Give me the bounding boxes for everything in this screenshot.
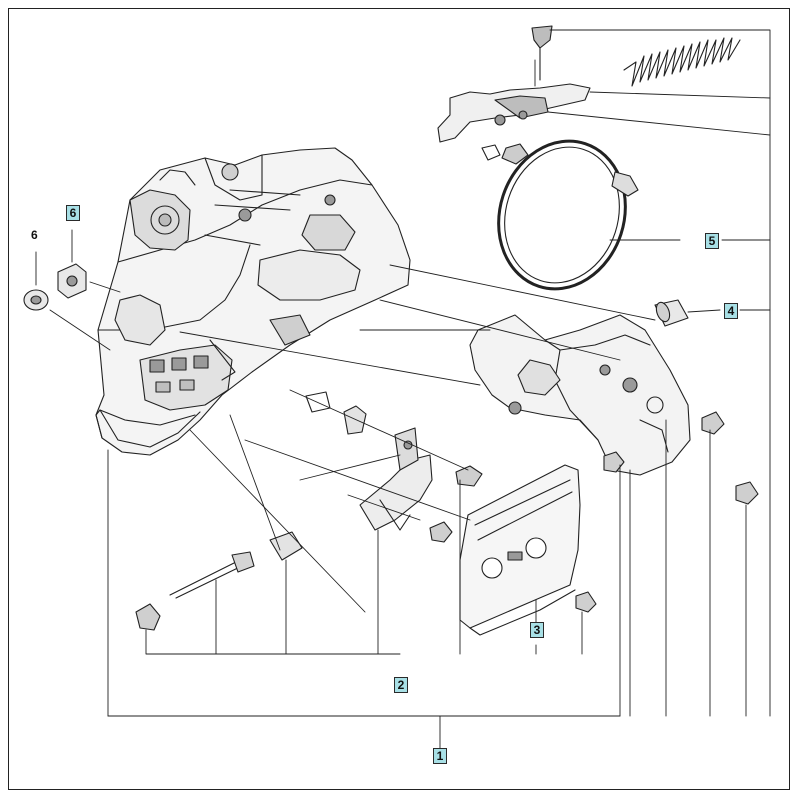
callout-3[interactable]: 3 [530, 622, 544, 638]
callout-2[interactable]: 2 [394, 677, 408, 693]
callout-6-plain: 6 [31, 228, 38, 242]
leader-lines [35, 29, 771, 763]
tensioner-bracket [359, 427, 433, 531]
fasteners [23, 263, 759, 631]
callout-6-highlighted[interactable]: 6 [66, 205, 80, 221]
diagram-frame [8, 8, 790, 790]
callout-5[interactable]: 5 [705, 233, 719, 249]
chain-brake-assembly [437, 25, 741, 291]
callout-1[interactable]: 1 [433, 748, 447, 764]
guide-plate [459, 464, 581, 636]
clutch-cover-housing [95, 147, 411, 456]
callout-4[interactable]: 4 [724, 303, 738, 319]
chain-cover-plate [469, 299, 691, 476]
